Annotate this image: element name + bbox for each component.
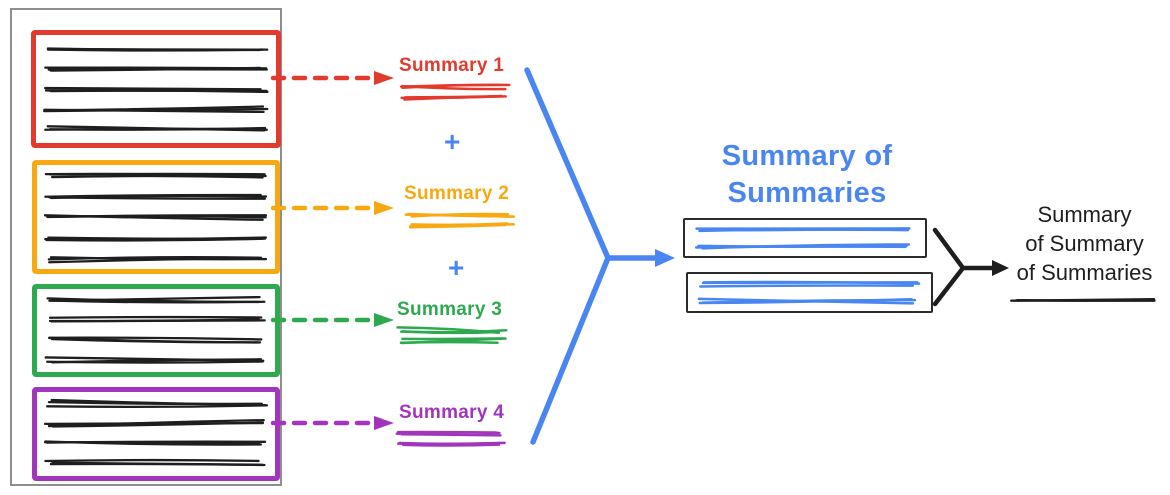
document-text-scribble bbox=[43, 291, 269, 370]
summary-2-scribble bbox=[402, 210, 516, 232]
summary-box-2 bbox=[686, 272, 933, 313]
summary-box-1 bbox=[683, 218, 927, 258]
final-line-2: of Summary bbox=[1025, 231, 1144, 256]
source-documents-panel bbox=[10, 8, 282, 486]
dashed-arrow-summary-4 bbox=[270, 416, 394, 430]
final-summary-label: Summary of Summary of Summaries bbox=[1002, 200, 1167, 287]
document-box-3 bbox=[32, 284, 280, 377]
document-box-4 bbox=[32, 387, 280, 481]
summary-box-scribble bbox=[696, 274, 923, 311]
dashed-arrow-summary-3 bbox=[270, 313, 394, 327]
summary-3-scribble bbox=[395, 325, 509, 347]
summary-2-label: Summary 2 bbox=[404, 183, 510, 204]
document-box-2 bbox=[32, 160, 280, 274]
document-box-1 bbox=[31, 30, 281, 148]
final-line-1: Summary bbox=[1037, 202, 1132, 227]
document-text-scribble bbox=[43, 394, 269, 474]
document-text-scribble bbox=[42, 37, 270, 141]
dashed-arrow-summary-2 bbox=[270, 201, 394, 215]
plus-sign-1: + bbox=[444, 126, 461, 157]
final-line-3: of Summaries bbox=[1016, 260, 1153, 285]
summary-4-scribble bbox=[394, 428, 508, 450]
summary-1-scribble bbox=[398, 82, 512, 104]
final-summary-scribble bbox=[1008, 292, 1158, 308]
summary-of-summaries-title: Summary of Summaries bbox=[683, 138, 931, 212]
fork-arrow bbox=[932, 227, 1009, 307]
summary-4-label: Summary 4 bbox=[399, 402, 505, 423]
summary-3-label: Summary 3 bbox=[397, 299, 503, 320]
merge-arrow bbox=[524, 67, 675, 445]
document-text-scribble bbox=[43, 167, 269, 267]
plus-sign-2: + bbox=[448, 252, 465, 283]
summary-1-label: Summary 1 bbox=[399, 55, 505, 76]
summary-box-scribble bbox=[693, 220, 917, 256]
title-line-1: Summary of bbox=[721, 140, 893, 172]
title-line-2: Summaries bbox=[727, 177, 887, 209]
dashed-arrow-summary-1 bbox=[270, 71, 394, 85]
